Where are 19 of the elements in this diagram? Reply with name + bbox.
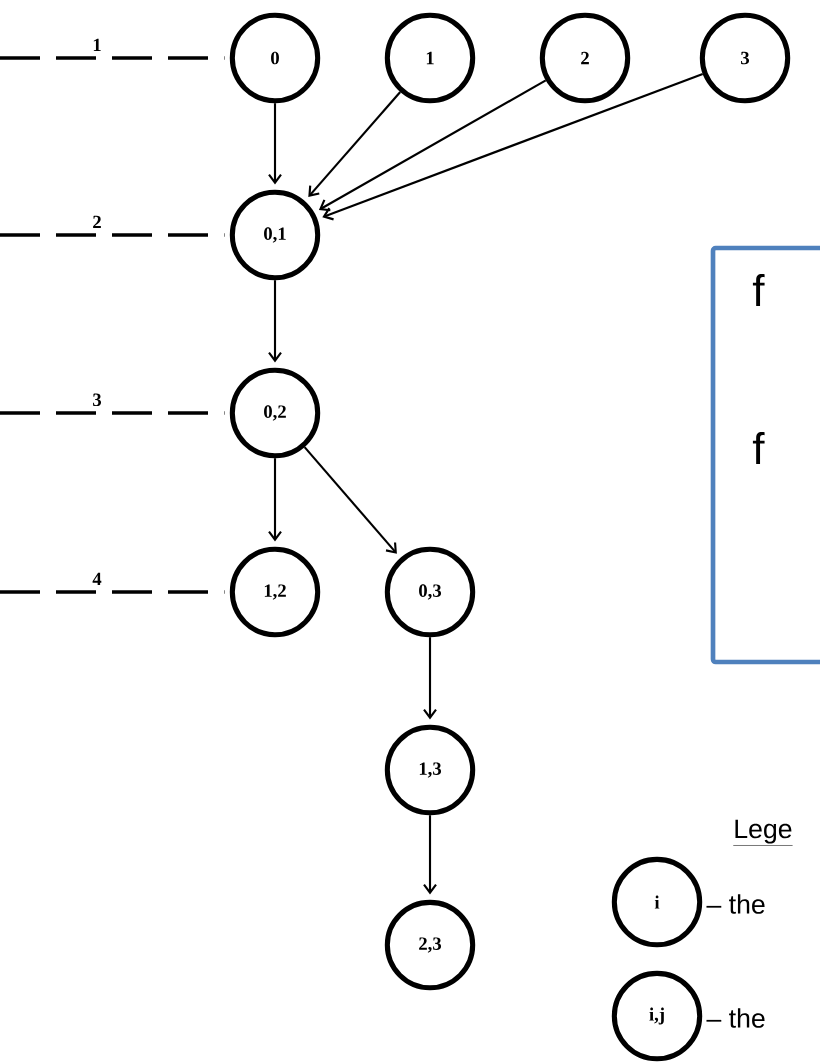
arrow xyxy=(268,458,282,542)
legend-text: – the xyxy=(706,1008,765,1028)
arrow xyxy=(423,815,437,895)
box-text: f xyxy=(752,432,765,464)
level-number: 3 xyxy=(93,393,102,407)
arrow xyxy=(268,280,282,363)
legend-text: – the xyxy=(706,894,765,914)
arrow xyxy=(322,72,704,221)
arrow xyxy=(303,446,397,554)
box-text: f xyxy=(752,274,765,306)
arrow xyxy=(308,91,402,197)
level-number: 2 xyxy=(93,215,101,229)
legend-heading: Lege xyxy=(733,819,793,846)
level-number: 1 xyxy=(93,38,101,52)
arrow xyxy=(318,79,547,212)
arrow xyxy=(423,637,437,720)
text-box xyxy=(710,245,820,665)
arrow xyxy=(268,103,282,185)
level-number: 4 xyxy=(92,572,102,586)
